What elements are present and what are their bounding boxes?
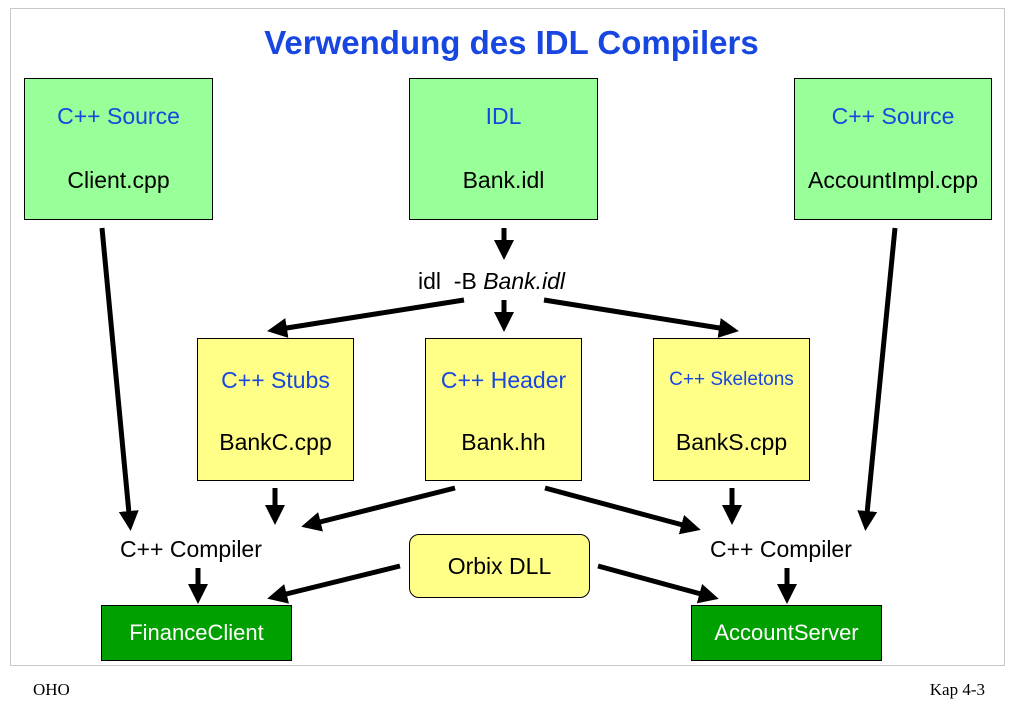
- client-source-box: C++ Source Client.cpp: [24, 78, 213, 220]
- skeletons-type: C++ Skeletons: [669, 369, 794, 390]
- arrow-orbix-to-server: [597, 563, 719, 604]
- header-file: Bank.hh: [461, 429, 546, 455]
- skeletons-box: C++ Skeletons BankS.cpp: [653, 338, 810, 481]
- idl-command: idl -B Bank.idl: [418, 268, 565, 295]
- client-source-file: Client.cpp: [67, 167, 170, 193]
- header-box: C++ Header Bank.hh: [425, 338, 582, 481]
- slide-title: Verwendung des IDL Compilers: [264, 24, 759, 61]
- orbix-dll-box: Orbix DLL: [409, 534, 590, 598]
- header-type: C++ Header: [440, 367, 567, 393]
- idl-command-arg: Bank.idl: [483, 268, 566, 294]
- arrow-orbix-to-client: [267, 563, 401, 604]
- arrow-header-to-compiler-left: [301, 485, 456, 532]
- arrow-header-to-compiler-right: [544, 485, 701, 535]
- server-source-box: C++ Source AccountImpl.cpp: [794, 78, 992, 220]
- stubs-box: C++ Stubs BankC.cpp: [197, 338, 354, 481]
- compiler-right: C++ Compiler: [710, 536, 852, 562]
- slide-frame: [10, 8, 1005, 666]
- account-server-box: AccountServer: [691, 605, 882, 661]
- stubs-file: BankC.cpp: [219, 429, 332, 455]
- arrow-server-source-to-compiler: [857, 227, 898, 531]
- footer-right: Kap 4-3: [929, 680, 985, 699]
- idl-type: IDL: [485, 103, 522, 129]
- arrow-command-to-stubs: [267, 297, 465, 338]
- idl-file: Bank.idl: [462, 167, 545, 193]
- idl-command-prefix: idl -B: [418, 268, 484, 294]
- arrow-client-to-compiler: [99, 227, 139, 531]
- footer-left: OHO: [33, 680, 70, 699]
- server-source-type: C++ Source: [831, 103, 955, 129]
- idl-box: IDL Bank.idl: [409, 78, 598, 220]
- compiler-left: C++ Compiler: [120, 536, 262, 562]
- arrow-command-to-skeletons: [543, 297, 739, 338]
- skeletons-file: BankS.cpp: [675, 429, 788, 455]
- finance-client-box: FinanceClient: [101, 605, 292, 661]
- server-source-file: AccountImpl.cpp: [807, 167, 979, 193]
- client-source-type: C++ Source: [57, 103, 180, 129]
- stubs-type: C++ Stubs: [221, 367, 330, 393]
